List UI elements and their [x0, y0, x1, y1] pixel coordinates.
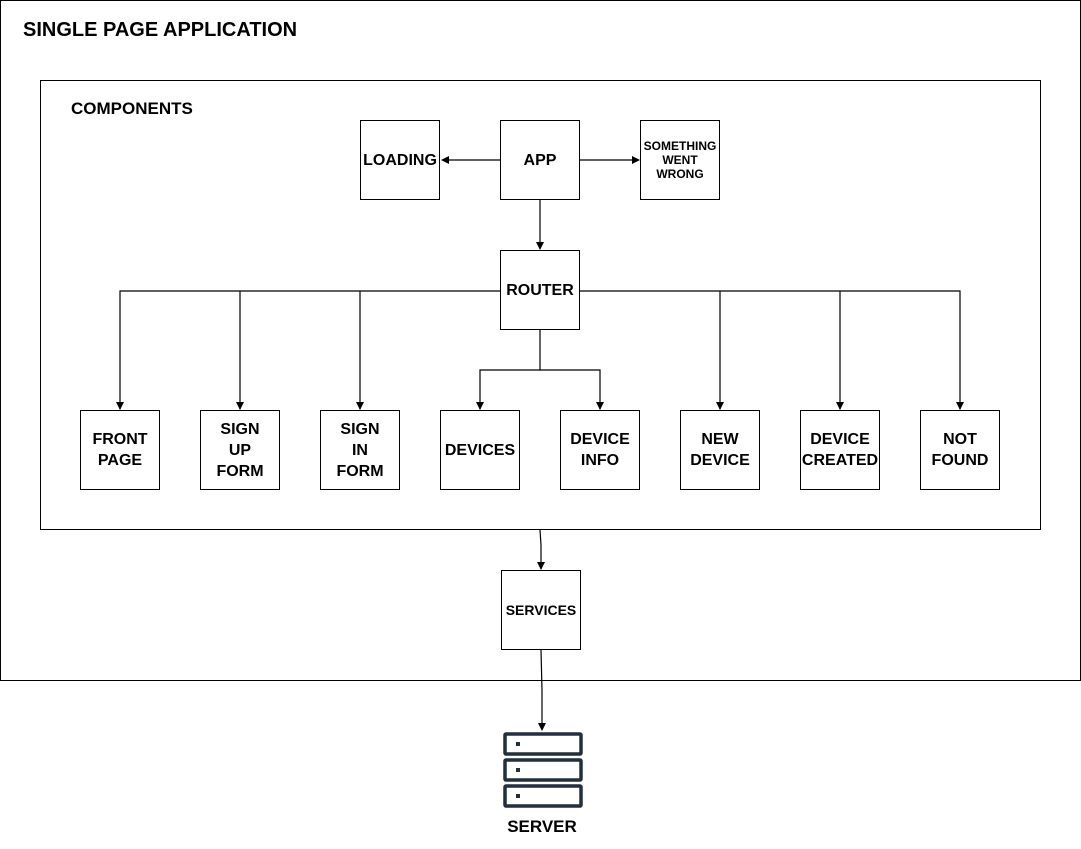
devices-node: DEVICES: [440, 410, 520, 490]
server-rack-icon: [503, 732, 583, 808]
router-node: ROUTER: [500, 250, 580, 330]
new-device-node: NEW DEVICE: [680, 410, 760, 490]
edge-router-new-device: [580, 290, 964, 410]
edge-router-device-info: [540, 369, 604, 410]
sign-in-form-node: SIGN IN FORM: [320, 410, 400, 490]
app-node: APP: [500, 120, 580, 200]
edge-components-services: [537, 529, 545, 570]
not-found-node: NOT FOUND: [920, 410, 1000, 490]
device-info-node: DEVICE INFO: [560, 410, 640, 490]
server-label: SERVER: [507, 817, 577, 836]
edge-router-devices: [476, 330, 541, 410]
edge-services-server: [538, 649, 546, 731]
components-frame: [40, 80, 1041, 530]
services-node: SERVICES: [501, 570, 581, 650]
front-page-node: FRONT PAGE: [80, 410, 160, 490]
sign-up-form-node: SIGN UP FORM: [200, 410, 280, 490]
spa-title: SINGLE PAGE APPLICATION: [23, 19, 298, 41]
components-title: COMPONENTS: [71, 99, 193, 118]
device-created-node: DEVICE CREATED: [800, 410, 880, 490]
loading-node: LOADING: [360, 120, 440, 200]
something-went-wrong-node: SOMETHING WENT WRONG: [640, 120, 720, 200]
edge-router-front-page: [116, 290, 500, 410]
